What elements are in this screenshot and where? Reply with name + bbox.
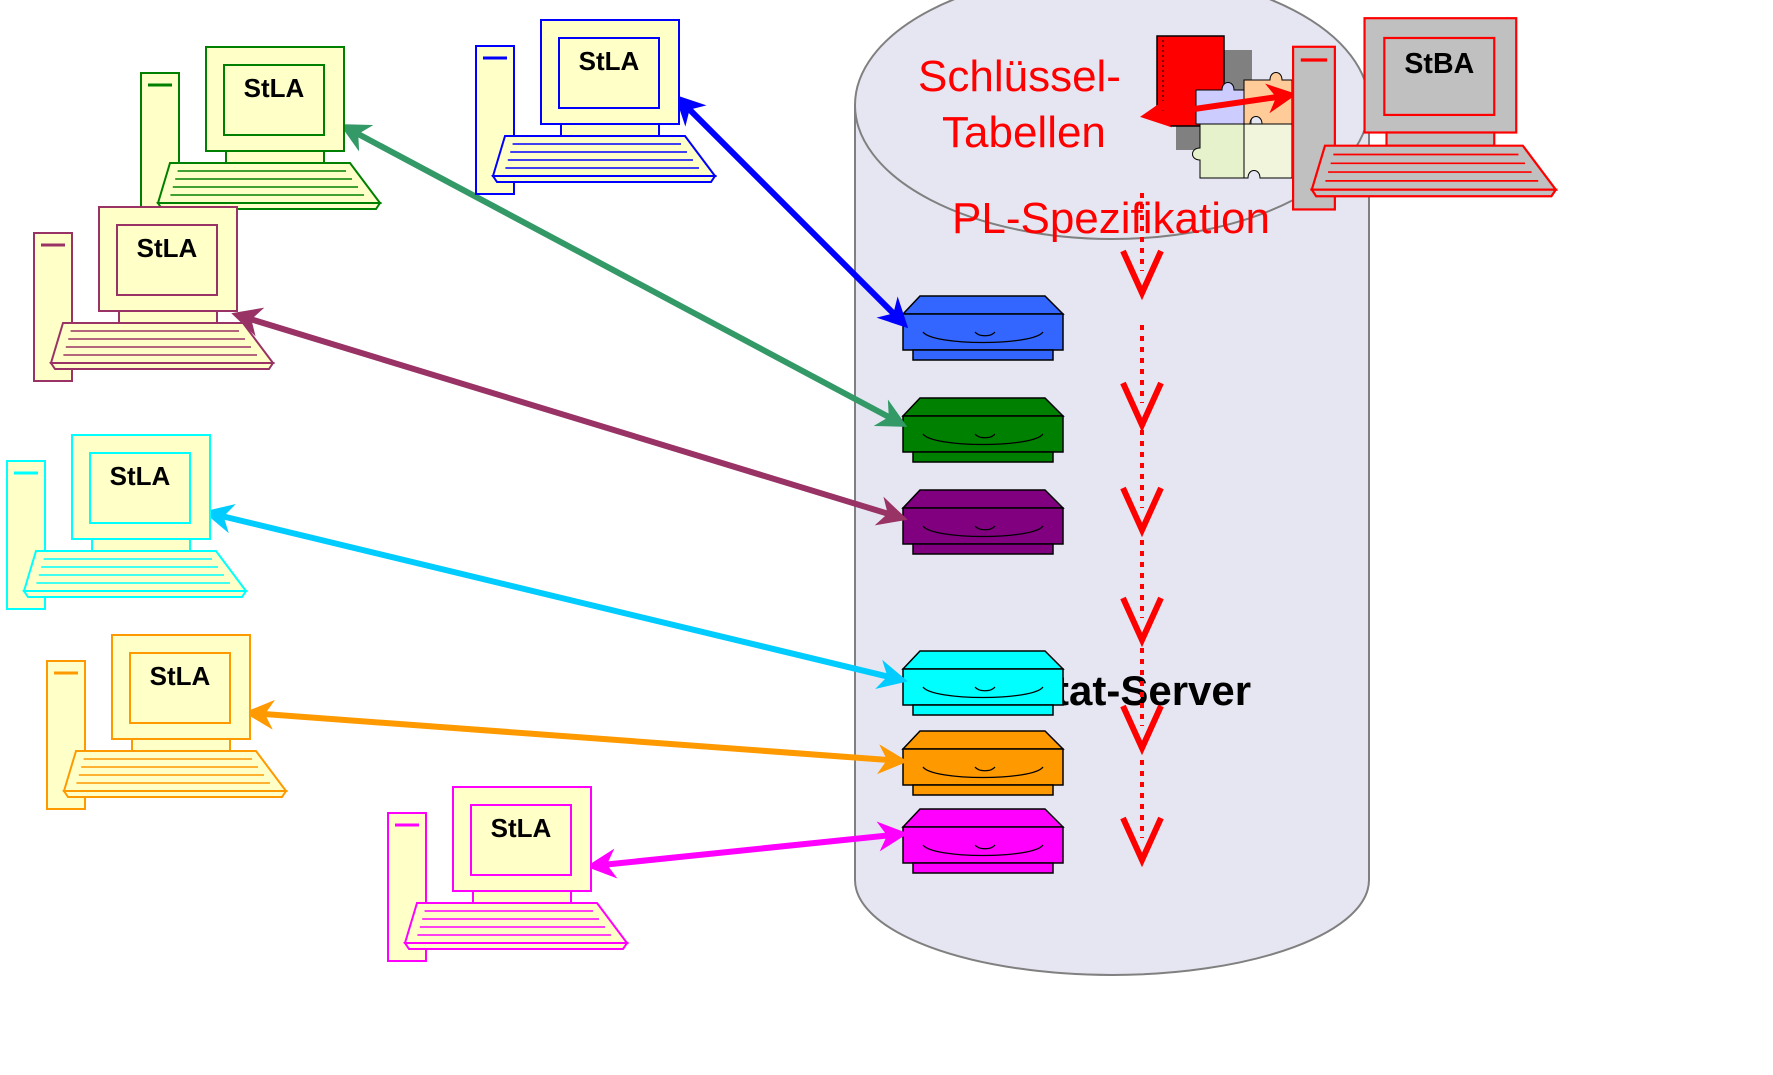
puzzle-piece-green-right [1243, 123, 1293, 179]
computer-label: StLA [110, 461, 171, 491]
flow-arrow [1120, 760, 1164, 868]
monitor-screen [89, 452, 191, 524]
keyboard [156, 162, 382, 204]
label-tabellen: Tabellen [942, 108, 1106, 157]
flow-arrow [1120, 325, 1164, 433]
computers-group: StLA StLA StLA StLA StLA StLA StBA [6, 17, 1558, 962]
keyboard [491, 135, 717, 177]
connection-arrow [203, 504, 908, 689]
keyboard [403, 902, 629, 944]
drive-icon [901, 397, 1065, 463]
client-computer: StLA [46, 634, 288, 810]
drive-icon [901, 808, 1065, 874]
keyboard [1310, 144, 1558, 191]
connection-arrow [231, 307, 908, 526]
monitor-screen [470, 804, 572, 876]
monitor-screen [223, 64, 325, 136]
drive-icon [901, 730, 1065, 796]
flow-arrow [1120, 648, 1164, 756]
central-computer: StBA [1292, 17, 1558, 211]
connection-arrow [244, 699, 908, 775]
flow-arrow [1120, 193, 1164, 301]
client-computer: StLA [6, 434, 248, 610]
monitor-screen [1383, 36, 1496, 117]
connection-arrow [1140, 83, 1297, 128]
flow-arrows [1120, 193, 1164, 868]
drive-icon [901, 650, 1065, 716]
drives-group [901, 295, 1065, 874]
client-computer: StLA [140, 46, 382, 222]
keyboard [22, 550, 248, 592]
monitor-screen [129, 652, 231, 724]
drive-icon [901, 295, 1065, 361]
computer-label: StLA [579, 46, 640, 76]
client-computer: StLA [33, 206, 275, 382]
monitor-screen [116, 224, 218, 296]
monitor-screen [558, 37, 660, 109]
puzzle-piece-green-left [1192, 123, 1252, 179]
client-computer: StLA [387, 786, 629, 962]
computer-label: StLA [244, 73, 305, 103]
label-pl-spezifikation: PL-Spezifikation [952, 194, 1270, 243]
flow-arrow [1120, 540, 1164, 648]
flow-arrow [1120, 430, 1164, 538]
computer-label: StLA [491, 813, 552, 843]
keyboard [49, 322, 275, 364]
label-schluessel: Schlüssel- [918, 52, 1121, 101]
connections-group [203, 83, 1297, 879]
keyboard [62, 750, 288, 792]
client-computer: StLA [475, 19, 717, 195]
computer-label: StBA [1404, 48, 1474, 80]
drive-icon [901, 489, 1065, 555]
connection-arrow [586, 821, 908, 879]
computer-label: StLA [150, 661, 211, 691]
computer-label: StLA [137, 233, 198, 263]
